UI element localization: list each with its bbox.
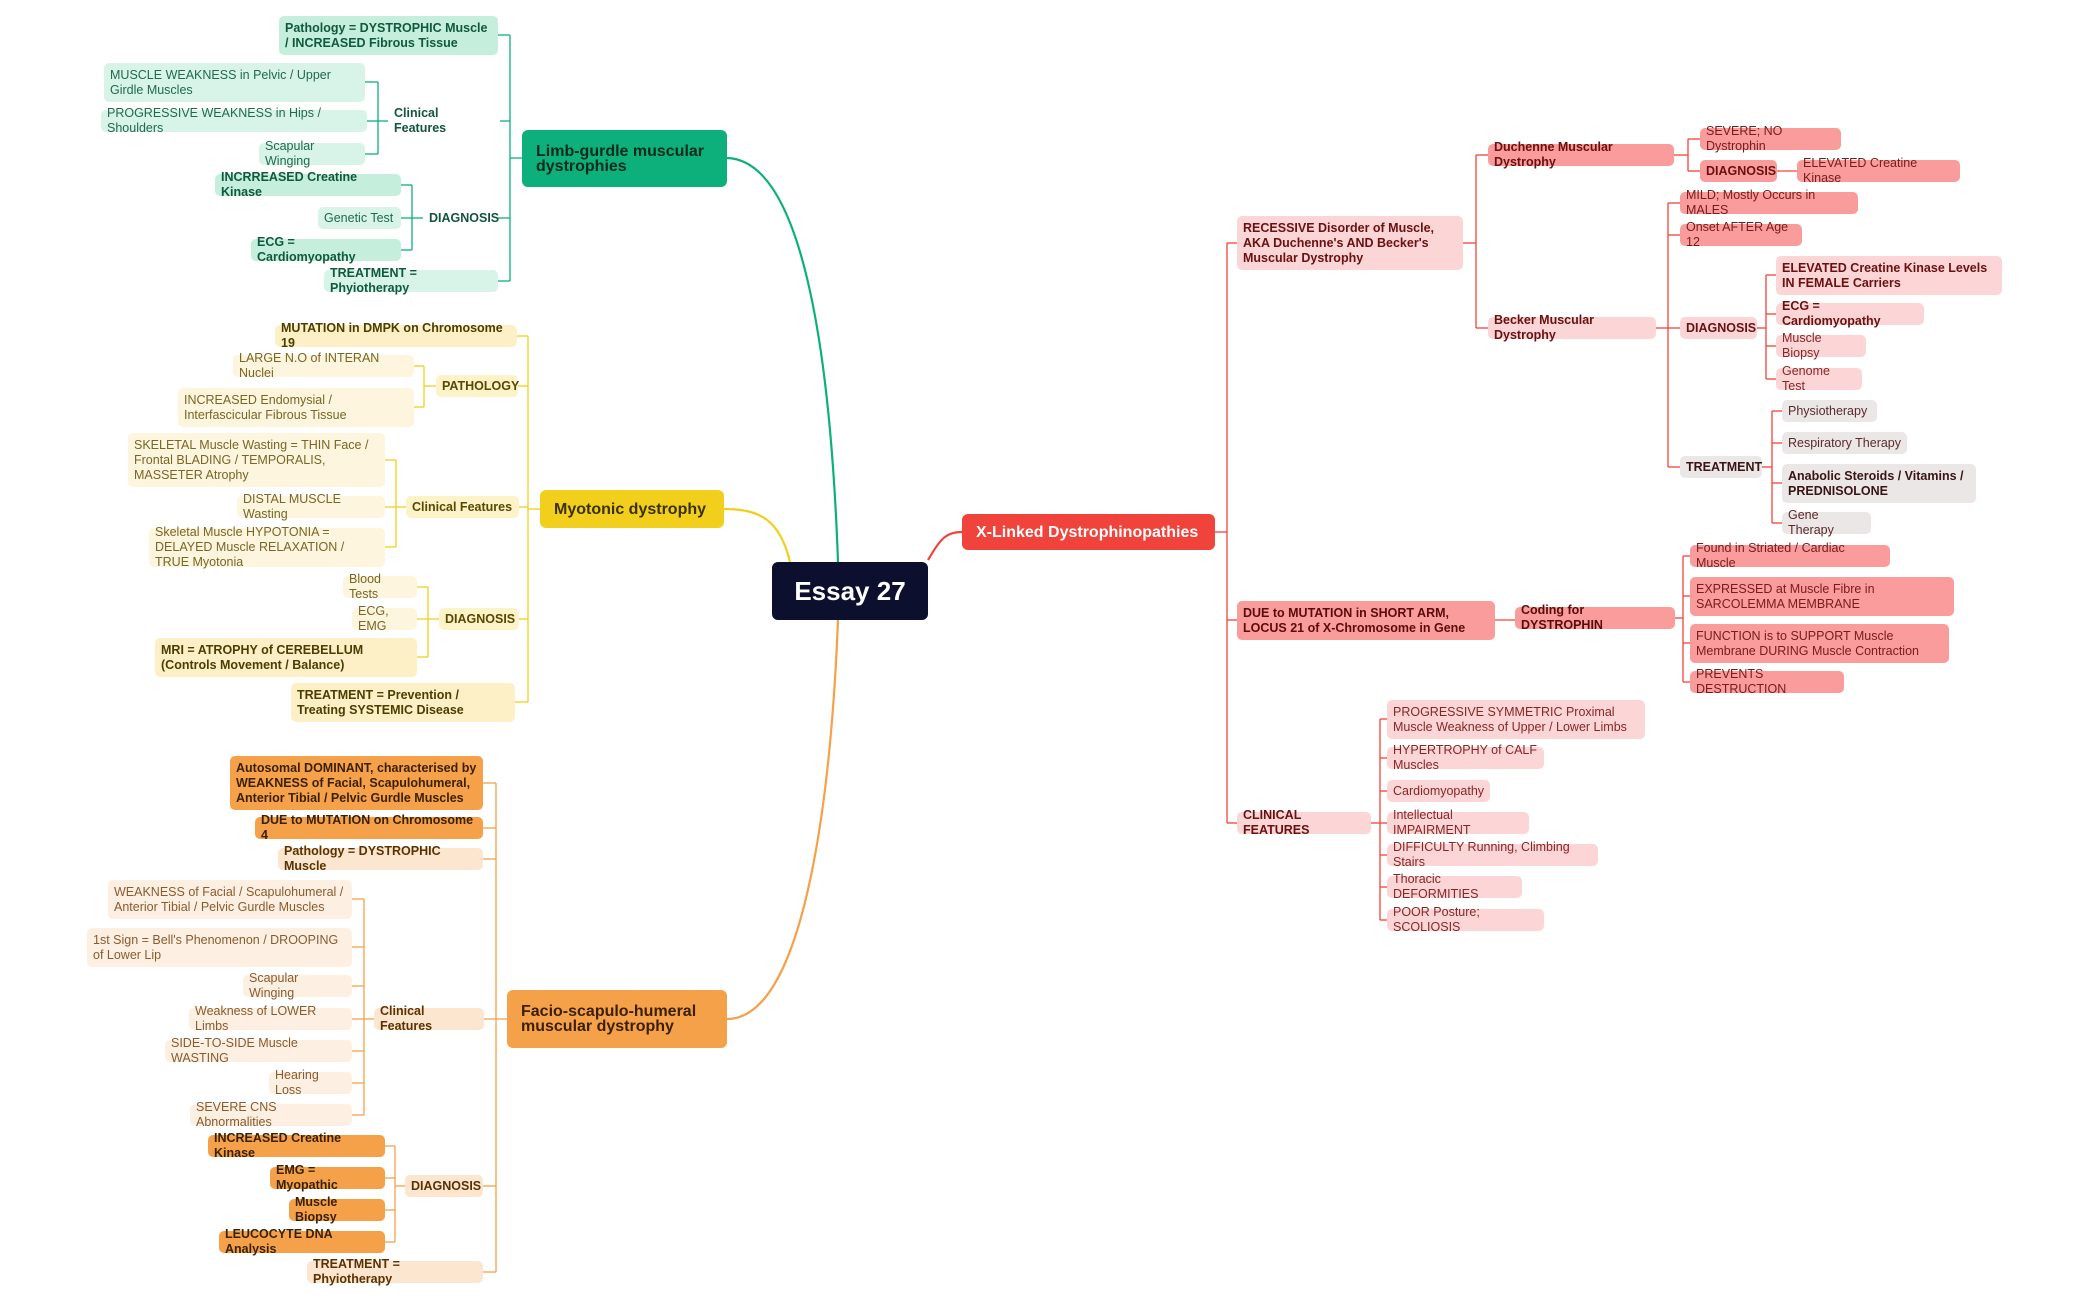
xl-recessive[interactable]: RECESSIVE Disorder of Muscle, AKA Duchen…: [1237, 216, 1463, 270]
root-link-fsh: [726, 619, 840, 1021]
fsh-treatment[interactable]: TREATMENT = Phyiotherapy: [307, 1257, 483, 1286]
xl-clinical-item[interactable]: Intellectual IMPAIRMENT: [1387, 808, 1529, 837]
xl-clinical-item[interactable]: DIFFICULTY Running, Climbing Stairs: [1387, 840, 1598, 869]
myotonic-treatment[interactable]: TREATMENT = Prevention / Treating SYSTEM…: [291, 683, 515, 722]
limb-clinical-features[interactable]: Clinical Features: [388, 106, 500, 135]
xl-coding-item[interactable]: EXPRESSED at Muscle Fibre in SARCOLEMMA …: [1690, 577, 1954, 616]
root-link-myotonic: [723, 507, 792, 563]
fsh-mutation[interactable]: DUE to MUTATION on Chromosome 4: [255, 813, 483, 842]
xl-becker-mild[interactable]: MILD; Mostly Occurs in MALES: [1680, 188, 1858, 217]
fsh-description[interactable]: Autosomal DOMINANT, characterised by WEA…: [230, 756, 483, 810]
xl-becker-onset[interactable]: Onset AFTER Age 12: [1680, 220, 1802, 249]
fsh-clinical-item[interactable]: 1st Sign = Bell's Phenomenon / DROOPING …: [87, 928, 352, 967]
myotonic-clinical-item[interactable]: DISTAL MUSCLE Wasting: [237, 492, 385, 521]
xl-clinical-item[interactable]: HYPERTROPHY of CALF Muscles: [1387, 743, 1544, 772]
fsh-diagnosis-item[interactable]: INCREASED Creatine Kinase: [208, 1131, 385, 1160]
xl-clinical-item[interactable]: Thoracic DEFORMITIES: [1387, 872, 1522, 901]
xl-becker-diagnosis[interactable]: DIAGNOSIS: [1680, 317, 1757, 339]
xl-becker-diagnosis-item[interactable]: Genome Test: [1776, 364, 1862, 393]
xl-duchenne-severe[interactable]: SEVERE; NO Dystrophin: [1700, 124, 1841, 153]
xl-becker-diagnosis-item[interactable]: ECG = Cardiomyopathy: [1776, 299, 1924, 328]
xl-coding-item[interactable]: FUNCTION is to SUPPORT Muscle Membrane D…: [1690, 624, 1949, 663]
limb-treatment[interactable]: TREATMENT = Phyiotherapy: [324, 266, 498, 295]
fsh-diagnosis-item[interactable]: Muscle Biopsy: [289, 1195, 385, 1224]
x-linked-topic[interactable]: X-Linked Dystrophinopathies: [962, 514, 1215, 550]
xl-becker-treatment-item[interactable]: Gene Therapy: [1782, 508, 1871, 537]
xl-clinical-features[interactable]: CLINICAL FEATURES: [1237, 808, 1371, 837]
myotonic-clinical-item[interactable]: SKELETAL Muscle Wasting = THIN Face / Fr…: [128, 433, 385, 487]
xl-clinical-item[interactable]: PROGRESSIVE SYMMETRIC Proximal Muscle We…: [1387, 700, 1645, 739]
limb-girdle-topic[interactable]: Limb-gurdle muscular dystrophies: [522, 130, 727, 187]
xl-coding-item[interactable]: Found in Striated / Cardiac Muscle: [1690, 541, 1890, 570]
fsh-clinical-item[interactable]: SIDE-TO-SIDE Muscle WASTING: [165, 1036, 352, 1065]
fsh-topic[interactable]: Facio-scapulo-humeral muscular dystrophy: [507, 990, 727, 1048]
myotonic-clinical-item[interactable]: Skeletal Muscle HYPOTONIA = DELAYED Musc…: [149, 525, 385, 569]
xl-becker-diagnosis-item[interactable]: ELEVATED Creatine Kinase Levels IN FEMAL…: [1776, 256, 2002, 295]
xl-duchenne-diagnosis[interactable]: DIAGNOSIS: [1700, 160, 1777, 182]
root-title: Essay 27: [794, 575, 906, 606]
root-topic[interactable]: Essay 27: [772, 562, 928, 620]
root-link-xlinked: [927, 530, 963, 561]
xl-coding[interactable]: Coding for DYSTROPHIN: [1515, 603, 1675, 632]
myotonic-pathology-item[interactable]: LARGE N.O of INTERAN Nuclei: [233, 351, 414, 380]
myotonic-clinical-features[interactable]: Clinical Features: [406, 496, 519, 518]
myotonic-diagnosis-item[interactable]: MRI = ATROPHY of CEREBELLUM (Controls Mo…: [155, 638, 417, 677]
xl-becker-diagnosis-item[interactable]: Muscle Biopsy: [1776, 331, 1866, 360]
xl-becker-treatment-item[interactable]: Respiratory Therapy: [1782, 432, 1907, 454]
xl-becker-treatment[interactable]: TREATMENT: [1680, 456, 1762, 478]
xl-clinical-item[interactable]: Cardiomyopathy: [1387, 780, 1490, 802]
limb-clinical-item[interactable]: MUSCLE WEAKNESS in Pelvic / Upper Girdle…: [104, 63, 365, 102]
xl-becker-treatment-item[interactable]: Physiotherapy: [1782, 400, 1877, 422]
myotonic-pathology-item[interactable]: INCREASED Endomysial / Interfascicular F…: [178, 388, 414, 427]
fsh-clinical-item[interactable]: Scapular Winging: [243, 971, 352, 1000]
myotonic-diagnosis-item[interactable]: ECG, EMG: [352, 604, 417, 633]
xl-coding-item[interactable]: PREVENTS DESTRUCTION: [1690, 667, 1844, 696]
limb-pathology[interactable]: Pathology = DYSTROPHIC Muscle / INCREASE…: [279, 16, 498, 55]
root-link-limb: [726, 156, 840, 563]
fsh-clinical-features[interactable]: Clinical Features: [374, 1004, 484, 1033]
limb-girdle-title: Limb-gurdle muscular dystrophies: [536, 142, 705, 175]
fsh-clinical-item[interactable]: WEAKNESS of Facial / Scapulohumeral / An…: [108, 880, 352, 919]
myotonic-mutation[interactable]: MUTATION in DMPK on Chromosome 19: [275, 321, 517, 350]
limb-diagnosis-item[interactable]: ECG = Cardiomyopathy: [251, 235, 401, 264]
fsh-diagnosis-item[interactable]: LEUCOCYTE DNA Analysis: [219, 1227, 385, 1256]
myotonic-topic[interactable]: Myotonic dystrophy: [540, 490, 724, 528]
limb-diagnosis[interactable]: DIAGNOSIS: [423, 207, 499, 229]
fsh-diagnosis-item[interactable]: EMG = Myopathic: [270, 1163, 385, 1192]
xl-duchenne[interactable]: Duchenne Muscular Dystrophy: [1488, 140, 1674, 169]
myotonic-diagnosis[interactable]: DIAGNOSIS: [439, 608, 519, 630]
fsh-diagnosis[interactable]: DIAGNOSIS: [405, 1175, 483, 1197]
xl-becker-treatment-item[interactable]: Anabolic Steroids / Vitamins / PREDNISOL…: [1782, 464, 1976, 503]
limb-diagnosis-item[interactable]: Genetic Test: [318, 207, 401, 229]
xl-duchenne-ck[interactable]: ELEVATED Creatine Kinase: [1797, 156, 1960, 185]
limb-clinical-item[interactable]: Scapular Winging: [259, 139, 365, 168]
fsh-clinical-item[interactable]: Weakness of LOWER Limbs: [189, 1004, 352, 1033]
fsh-pathology[interactable]: Pathology = DYSTROPHIC Muscle: [278, 844, 483, 873]
myotonic-diagnosis-item[interactable]: Blood Tests: [343, 572, 417, 601]
limb-clinical-item[interactable]: PROGRESSIVE WEAKNESS in Hips / Shoulders: [101, 106, 367, 135]
limb-diagnosis-item[interactable]: INCRREASED Creatine Kinase: [215, 170, 401, 199]
fsh-clinical-item[interactable]: SEVERE CNS Abnormalities: [190, 1100, 352, 1129]
xl-becker[interactable]: Becker Muscular Dystrophy: [1488, 313, 1656, 342]
fsh-clinical-item[interactable]: Hearing Loss: [269, 1068, 352, 1097]
myotonic-pathology[interactable]: PATHOLOGY: [436, 375, 519, 397]
xl-clinical-item[interactable]: POOR Posture; SCOLIOSIS: [1387, 905, 1544, 934]
xl-mutation[interactable]: DUE to MUTATION in SHORT ARM, LOCUS 21 o…: [1237, 601, 1495, 640]
